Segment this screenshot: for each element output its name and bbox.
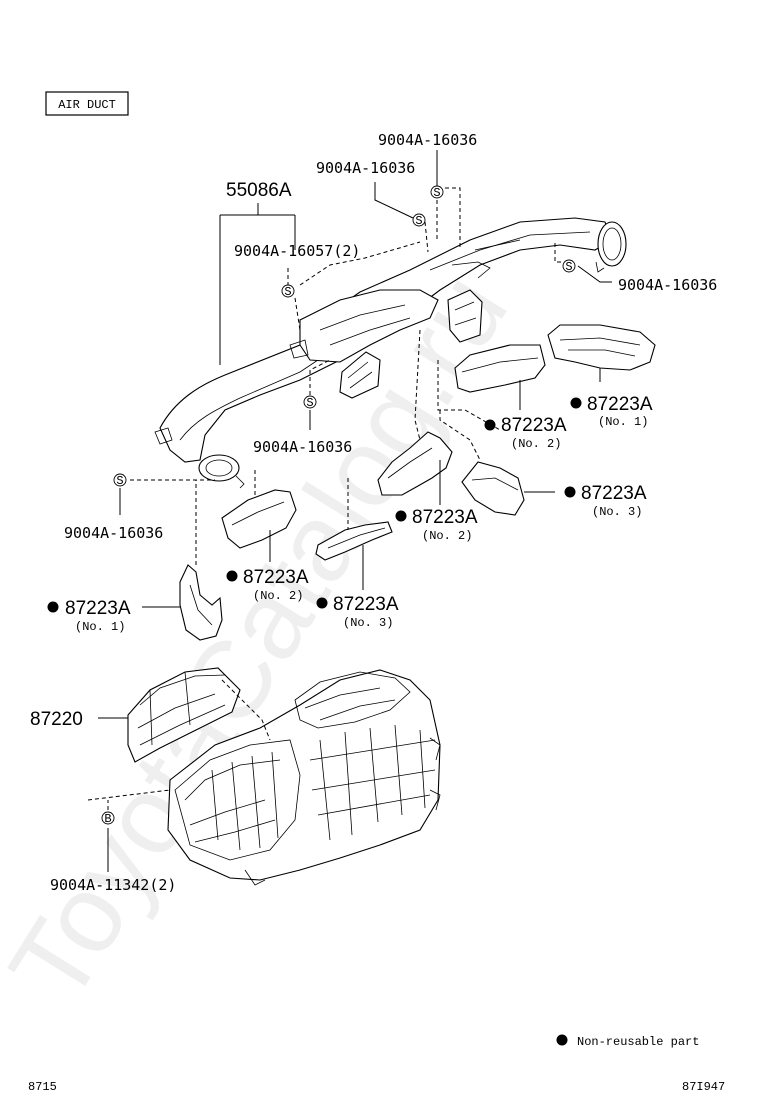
part-label-87220: 87220 xyxy=(30,709,83,730)
part-label-87223A: 87223A xyxy=(412,507,478,528)
section-title: AIR DUCT xyxy=(58,98,116,112)
non-reusable-dot xyxy=(226,570,238,582)
non-reusable-dot xyxy=(570,397,582,409)
non-reusable-dot xyxy=(47,601,59,613)
part-sub-label: (No. 3) xyxy=(592,505,642,519)
part-sub-label: (No. 1) xyxy=(598,415,648,429)
footer-right-code: 87I947 xyxy=(682,1080,725,1094)
bolt-symbol-label: B xyxy=(104,812,111,826)
screw-symbol-label: S xyxy=(284,285,291,299)
part-label-9004A-16036: 9004A-16036 xyxy=(378,131,477,149)
screw-symbol-label: S xyxy=(306,396,313,410)
screw-symbol: S xyxy=(303,395,317,410)
part-sub-label: (No. 3) xyxy=(343,616,393,630)
non-reusable-dot xyxy=(316,597,328,609)
screw-symbol: S xyxy=(412,213,426,228)
screw-symbol: S xyxy=(430,185,444,200)
part-label-9004A-16036: 9004A-16036 xyxy=(316,159,415,177)
non-reusable-dot xyxy=(564,486,576,498)
screw-symbol: S xyxy=(562,259,576,274)
main-duct-part xyxy=(154,217,627,489)
seal-87223A-no2-top xyxy=(454,344,546,393)
part-label-55086A: 55086A xyxy=(226,180,292,201)
screw-symbol: S xyxy=(113,473,127,488)
part-label-87223A: 87223A xyxy=(501,415,567,436)
screw-symbol: S xyxy=(281,284,295,299)
part-sub-label: (No. 1) xyxy=(75,620,125,634)
footer-left-code: 8715 xyxy=(28,1080,57,1094)
part-label-87223A: 87223A xyxy=(581,483,647,504)
legend-non-reusable-text: Non-reusable part xyxy=(577,1035,699,1049)
part-sub-label: (No. 2) xyxy=(511,437,561,451)
section-title-box: AIR DUCT xyxy=(45,91,129,116)
part-sub-label: (No. 2) xyxy=(253,589,303,603)
seal-87223A-no3-right xyxy=(461,461,525,516)
part-label-87223A: 87223A xyxy=(587,394,653,415)
non-reusable-dot xyxy=(484,419,496,431)
filter-87220-part xyxy=(127,667,241,763)
part-label-9004A-11342: 9004A-11342(2) xyxy=(50,876,176,894)
seal-87223A-no2-center xyxy=(377,431,453,496)
screw-symbol-label: S xyxy=(433,186,440,200)
part-label-9004A-16036: 9004A-16036 xyxy=(618,276,717,294)
seal-87223A-no1-left xyxy=(179,564,223,641)
heater-blower-unit xyxy=(167,669,441,886)
part-label-9004A-16036: 9004A-16036 xyxy=(64,524,163,542)
legend-dot-icon xyxy=(556,1034,568,1046)
bolt-symbol: B xyxy=(101,811,115,826)
non-reusable-dot xyxy=(395,510,407,522)
part-label-9004A-16057: 9004A-16057(2) xyxy=(234,242,360,260)
screw-symbol-label: S xyxy=(415,214,422,228)
part-label-9004A-16036: 9004A-16036 xyxy=(253,438,352,456)
part-sub-label: (No. 2) xyxy=(422,529,472,543)
seal-87223A-no1-right xyxy=(547,324,656,371)
screw-symbol-label: S xyxy=(565,260,572,274)
part-label-87223A: 87223A xyxy=(243,567,309,588)
part-label-87223A: 87223A xyxy=(65,598,131,619)
screw-symbol-label: S xyxy=(116,474,123,488)
part-label-87223A: 87223A xyxy=(333,594,399,615)
